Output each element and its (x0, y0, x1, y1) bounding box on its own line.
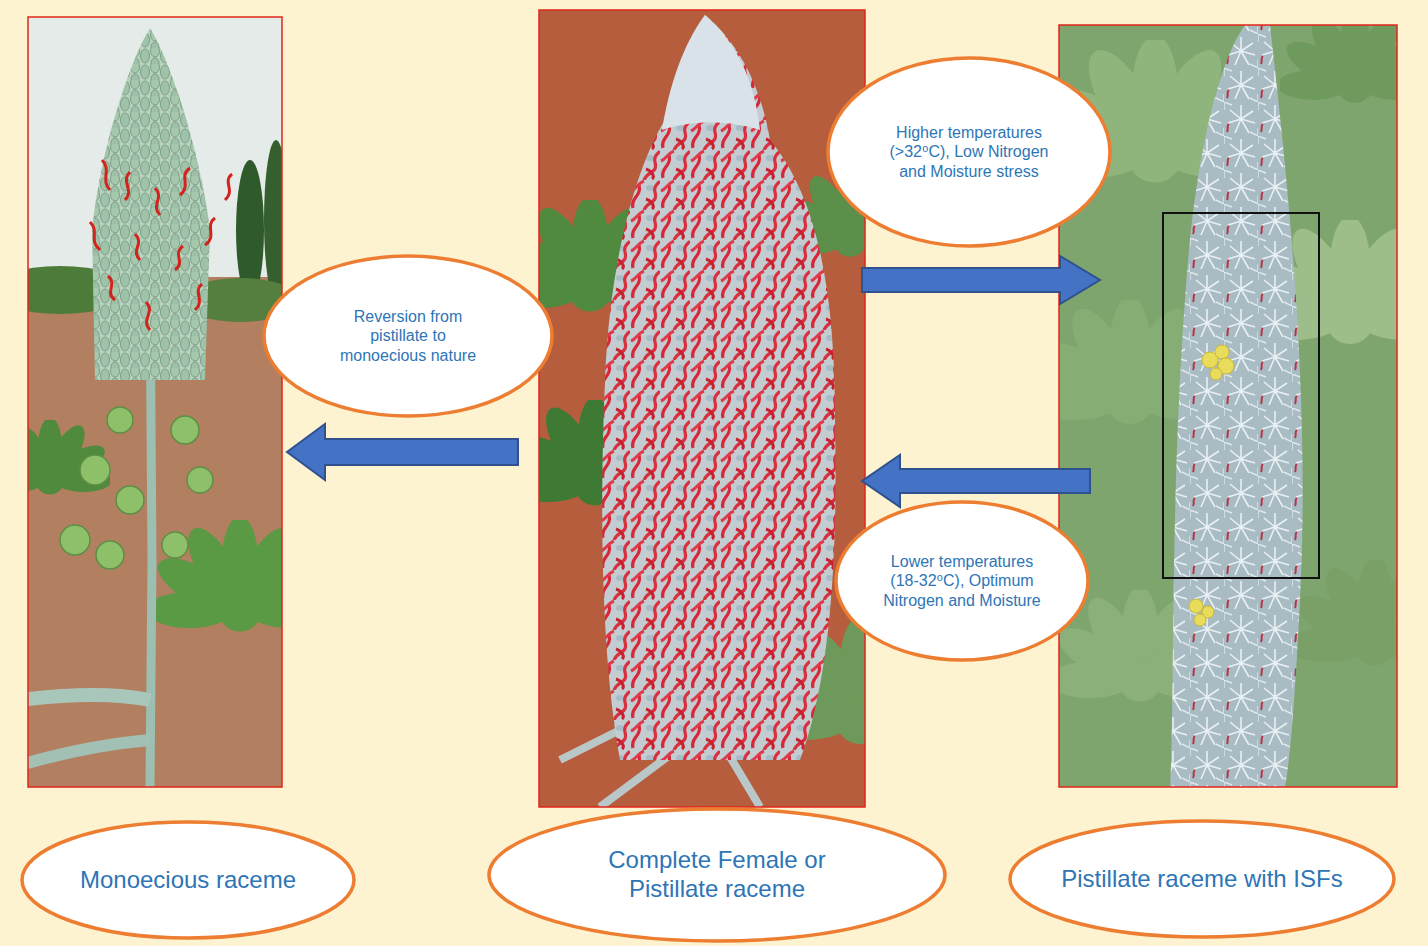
soil (28, 17, 282, 787)
node-text: Reversion from pistillate to monoecious … (326, 307, 491, 365)
isf-raceme (1170, 25, 1303, 787)
red-stigmas (90, 160, 232, 330)
bud-cluster (92, 28, 210, 380)
ellipse-shape (828, 58, 1110, 246)
leaf (28, 418, 112, 495)
branch (28, 740, 150, 765)
condition-ellipse: Higher temperatures (>32⁰C), Low Nitroge… (826, 56, 1112, 248)
female-raceme (602, 15, 835, 760)
text-group: Pistillate raceme with ISFs (1061, 865, 1342, 894)
node-text: Lower temperatures (18-32⁰C), Optimum Ni… (875, 552, 1050, 610)
branch (28, 695, 150, 700)
leaf (1287, 557, 1397, 666)
ellipse-shape (264, 256, 552, 416)
block-arrow (862, 455, 1090, 507)
caption-ellipse: Monoecious raceme (20, 820, 356, 940)
condition-ellipse: Lower temperatures (18-32⁰C), Optimum Ni… (834, 500, 1090, 662)
staminate-flowers (1189, 345, 1234, 626)
caption-ellipse: Pistillate raceme with ISFs (1008, 819, 1396, 939)
highlight-box (1163, 213, 1319, 578)
node-text: Pistillate raceme with ISFs (1061, 865, 1342, 894)
raceme-tip (662, 15, 760, 130)
pistillate-photo (539, 10, 865, 807)
photo-frame (28, 17, 282, 787)
text-group: Higher temperatures (>32⁰C), Low Nitroge… (877, 123, 1062, 181)
text-group: Lower temperatures (18-32⁰C), Optimum Ni… (875, 552, 1050, 610)
ellipse-shape (836, 502, 1088, 660)
block-arrow (862, 256, 1100, 304)
node-text: Higher temperatures (>32⁰C), Low Nitroge… (877, 123, 1062, 181)
monoecious-photo (28, 17, 282, 787)
ellipse-shape (1010, 821, 1394, 937)
leaf (1277, 25, 1397, 103)
condition-ellipse: Reversion from pistillate to monoecious … (262, 254, 554, 418)
capsules (60, 407, 213, 569)
leaf (146, 516, 282, 631)
text-group: Complete Female or Pistillate raceme (582, 846, 852, 904)
node-text: Monoecious raceme (80, 866, 296, 895)
text-group: Reversion from pistillate to monoecious … (326, 307, 491, 365)
block-arrow (287, 424, 518, 480)
node-text: Complete Female or Pistillate raceme (582, 846, 852, 904)
ellipse-shape (22, 822, 354, 938)
caption-ellipse: Complete Female or Pistillate raceme (487, 807, 947, 943)
tree (264, 140, 282, 300)
text-group: Monoecious raceme (80, 866, 296, 895)
photo-frame (539, 10, 865, 807)
ellipse-shape (489, 809, 945, 941)
